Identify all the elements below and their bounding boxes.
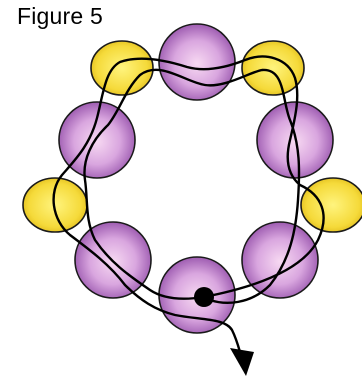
yellow-bead-right [300, 177, 362, 233]
thread-inner-loop [83, 68, 301, 304]
purple-bead-upper-left [58, 101, 136, 179]
purple-bead-top [158, 23, 236, 101]
purple-bead-lower-right [241, 221, 319, 299]
thread-start-dot [194, 287, 214, 307]
figure-title: Figure 5 [17, 3, 103, 29]
thread-path [52, 55, 325, 354]
thread-outer-loop [52, 55, 325, 354]
yellow-bead-top-left [90, 40, 154, 96]
thread-end-arrow-icon [230, 348, 254, 376]
yellow-bead-top-right [241, 40, 305, 96]
purple-beads [58, 23, 334, 334]
